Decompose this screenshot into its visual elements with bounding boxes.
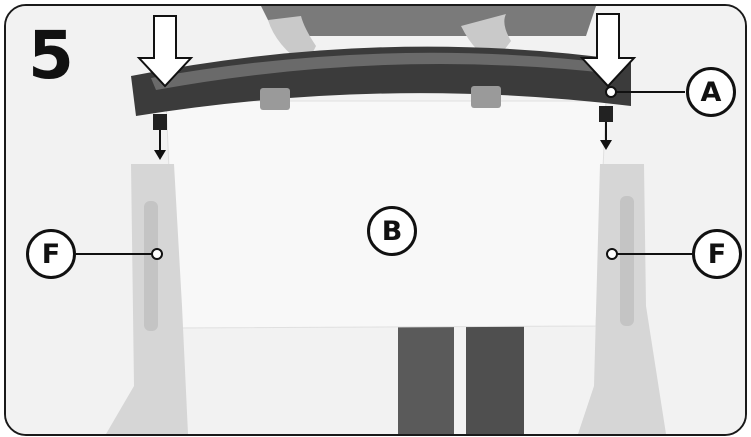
instruction-frame: 5 A B F F: [4, 4, 747, 436]
person-left-leg: [398, 316, 454, 434]
callout-b: B: [367, 206, 417, 256]
person-torso: [261, 6, 596, 36]
callout-a: A: [686, 67, 736, 117]
step-number: 5: [28, 16, 72, 96]
callout-f-right: F: [692, 229, 742, 279]
person-right-leg: [466, 316, 524, 434]
callout-f-left: F: [26, 229, 76, 279]
